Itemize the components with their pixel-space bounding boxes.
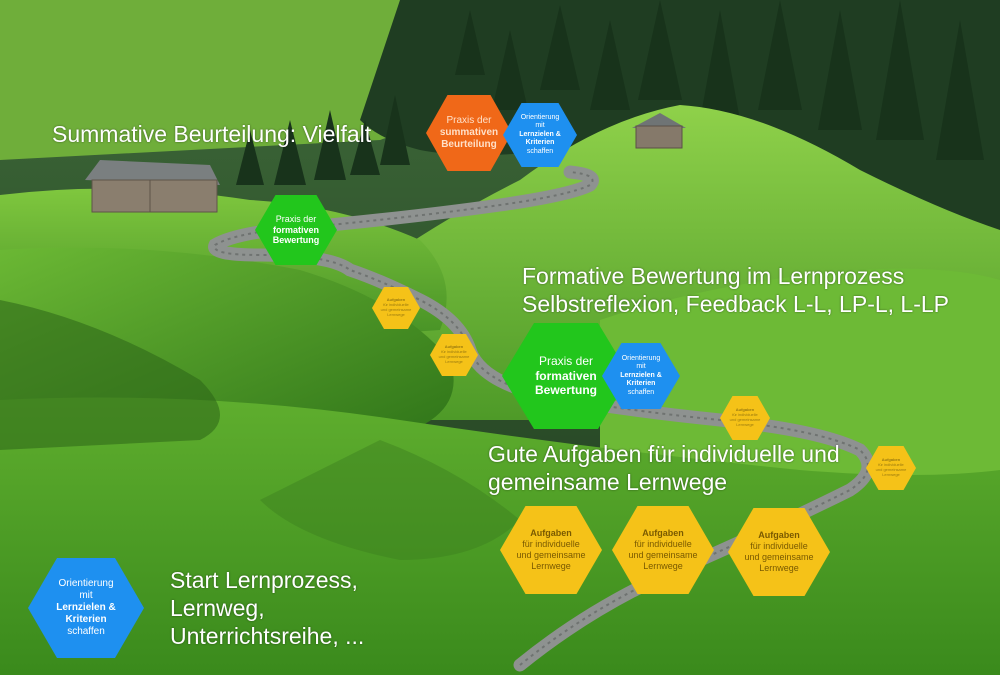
hex-text: Kriterien: [65, 614, 107, 625]
hex-text: Praxis der: [538, 354, 593, 369]
hex-text: summativen: [439, 127, 499, 138]
hex-text: und gemeinsame: [380, 307, 412, 312]
hex-text: und gemeinsame: [628, 550, 698, 560]
hex-summative-practice: Praxis der summativen Beurteilung: [426, 95, 512, 171]
shadow-left: [0, 300, 220, 450]
hex-task-large-2: Aufgaben für individuelle und gemeinsame…: [612, 506, 714, 594]
hex-text: Lernwege: [736, 421, 754, 427]
hex-text: Aufgaben: [735, 407, 755, 413]
hex-text: Lernwege: [759, 562, 799, 573]
hex-task-large-3: Aufgaben für individuelle und gemeinsame…: [728, 508, 830, 596]
hex-text: und gemeinsame: [729, 417, 761, 422]
hex-text: Bewertung: [272, 235, 320, 246]
hex-text: Lernwege: [531, 560, 571, 571]
hex-text: Lernzielen &: [519, 130, 561, 138]
hex-text: Aufgaben: [758, 530, 800, 541]
hex-text: Aufgaben: [642, 528, 684, 539]
hex-text: Orientierung: [621, 355, 661, 363]
hex-text: und gemeinsame: [744, 552, 814, 562]
hut-left: [85, 160, 220, 213]
hex-task-small-1: Aufgaben für individuelle und gemeinsame…: [372, 287, 420, 329]
hex-orientation-mid: Orientierung mit Lernzielen & Kriterien …: [602, 343, 680, 409]
caption-start: Start Lernprozess, Lernweg, Unterrichtsr…: [170, 566, 364, 650]
hex-text: und gemeinsame: [516, 550, 586, 560]
hex-text: Aufgaben: [530, 528, 572, 539]
hex-text: Aufgaben: [386, 297, 406, 303]
caption-start-line-1: Start Lernprozess,: [170, 567, 358, 593]
caption-formative-line-1: Formative Bewertung im Lernprozess: [522, 263, 905, 289]
hex-text: und gemeinsame: [875, 467, 907, 472]
hex-orientation-start: Orientierung mit Lernzielen & Kriterien …: [28, 558, 144, 658]
tree-row: [236, 0, 984, 185]
hex-text: Lernwege: [445, 358, 463, 364]
hex-text: Lernwege: [643, 560, 683, 571]
hex-text: mit: [636, 363, 646, 371]
hex-text: Kriterien: [525, 139, 555, 147]
hex-text: Lernzielen &: [56, 602, 116, 613]
hex-text: Lernwege: [882, 471, 900, 477]
hex-text: Praxis der: [446, 115, 492, 126]
hex-text: Aufgaben: [444, 344, 464, 350]
hex-text: Orientierung: [520, 114, 560, 122]
hex-text: formativen: [535, 368, 597, 383]
hex-text: für individuelle: [878, 462, 904, 468]
hex-text: schaffen: [627, 388, 655, 396]
caption-start-line-3: Unterrichtsreihe, ...: [170, 623, 365, 649]
hex-text: schaffen: [67, 626, 105, 637]
hex-text: schaffen: [526, 147, 554, 155]
hex-text: mit: [79, 590, 93, 601]
hex-text: mit: [535, 122, 545, 130]
hex-text: für individuelle: [750, 541, 808, 552]
hut-right: [632, 113, 686, 149]
road-edge: [213, 171, 869, 666]
hex-text: und gemeinsame: [438, 354, 470, 359]
hex-text: Aufgaben: [881, 457, 901, 463]
hex-task-small-2: Aufgaben für individuelle und gemeinsame…: [430, 334, 478, 376]
hex-text: für individuelle: [383, 302, 409, 308]
caption-start-line-2: Lernweg,: [170, 595, 265, 621]
hex-text: für individuelle: [634, 539, 692, 550]
hex-text: formativen: [272, 224, 319, 235]
hex-text: für individuelle: [732, 412, 758, 418]
caption-formative-line-2: Selbstreflexion, Feedback L-L, LP-L, L-L…: [522, 291, 950, 317]
foreground-meadow: [0, 397, 1000, 675]
hex-text: Praxis der: [275, 213, 317, 224]
hill-top-left: [0, 0, 470, 160]
caption-summative: Summative Beurteilung: Vielfalt: [52, 120, 371, 148]
caption-summative-line: Summative Beurteilung: Vielfalt: [52, 121, 372, 147]
hex-text: für individuelle: [522, 539, 580, 550]
hex-text: Lernzielen &: [620, 371, 662, 379]
hex-text: Kriterien: [626, 380, 656, 388]
hex-text: Beurteilung: [441, 139, 497, 150]
hex-text: Lernwege: [387, 311, 405, 317]
hex-text: für individuelle: [441, 349, 467, 355]
caption-tasks-line-2: gemeinsame Lernwege: [488, 469, 728, 495]
hex-text: Bewertung: [534, 383, 597, 398]
hex-task-large-1: Aufgaben für individuelle und gemeinsame…: [500, 506, 602, 594]
caption-formative: Formative Bewertung im Lernprozess Selbs…: [522, 262, 949, 318]
shadow-middle: [260, 440, 520, 560]
caption-tasks-line-1: Gute Aufgaben für individuelle und: [488, 441, 840, 467]
hex-text: Orientierung: [58, 578, 114, 589]
caption-tasks: Gute Aufgaben für individuelle und gemei…: [488, 440, 840, 496]
